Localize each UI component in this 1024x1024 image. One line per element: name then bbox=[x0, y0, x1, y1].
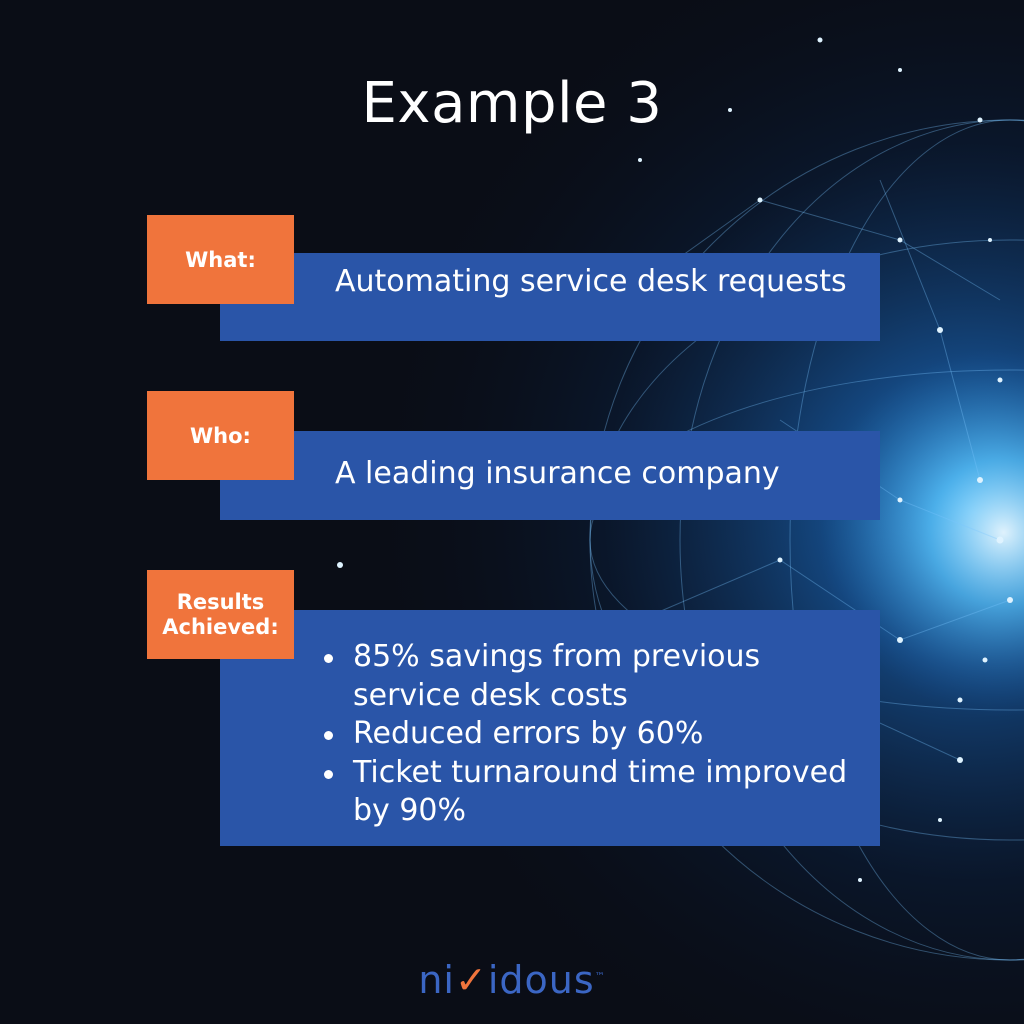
result-item: Reduced errors by 60% bbox=[318, 715, 860, 754]
what-text: Automating service desk requests bbox=[335, 264, 847, 299]
check-icon: ✓ bbox=[455, 958, 488, 1002]
result-item: 85% savings from previous service desk c… bbox=[318, 638, 860, 715]
results-panel: 85% savings from previous service desk c… bbox=[220, 610, 880, 846]
results-tag-line2: Achieved: bbox=[162, 614, 279, 639]
logo-text-post: idous bbox=[487, 958, 595, 1002]
what-tag: What: bbox=[147, 215, 294, 304]
results-tag-line1: Results bbox=[176, 589, 265, 614]
nividous-logo: ni✓idous™ bbox=[0, 958, 1024, 1002]
what-panel: Automating service desk requests bbox=[220, 253, 880, 341]
who-panel: A leading insurance company bbox=[220, 431, 880, 520]
logo-text-pre: ni bbox=[418, 958, 455, 1002]
results-tag: Results Achieved: bbox=[147, 570, 294, 659]
who-text: A leading insurance company bbox=[335, 456, 780, 491]
page-title: Example 3 bbox=[361, 71, 663, 136]
results-list: 85% savings from previous service desk c… bbox=[318, 638, 860, 831]
who-tag: Who: bbox=[147, 391, 294, 480]
trademark-symbol: ™ bbox=[594, 971, 606, 983]
result-item: Ticket turnaround time improved by 90% bbox=[318, 754, 860, 831]
